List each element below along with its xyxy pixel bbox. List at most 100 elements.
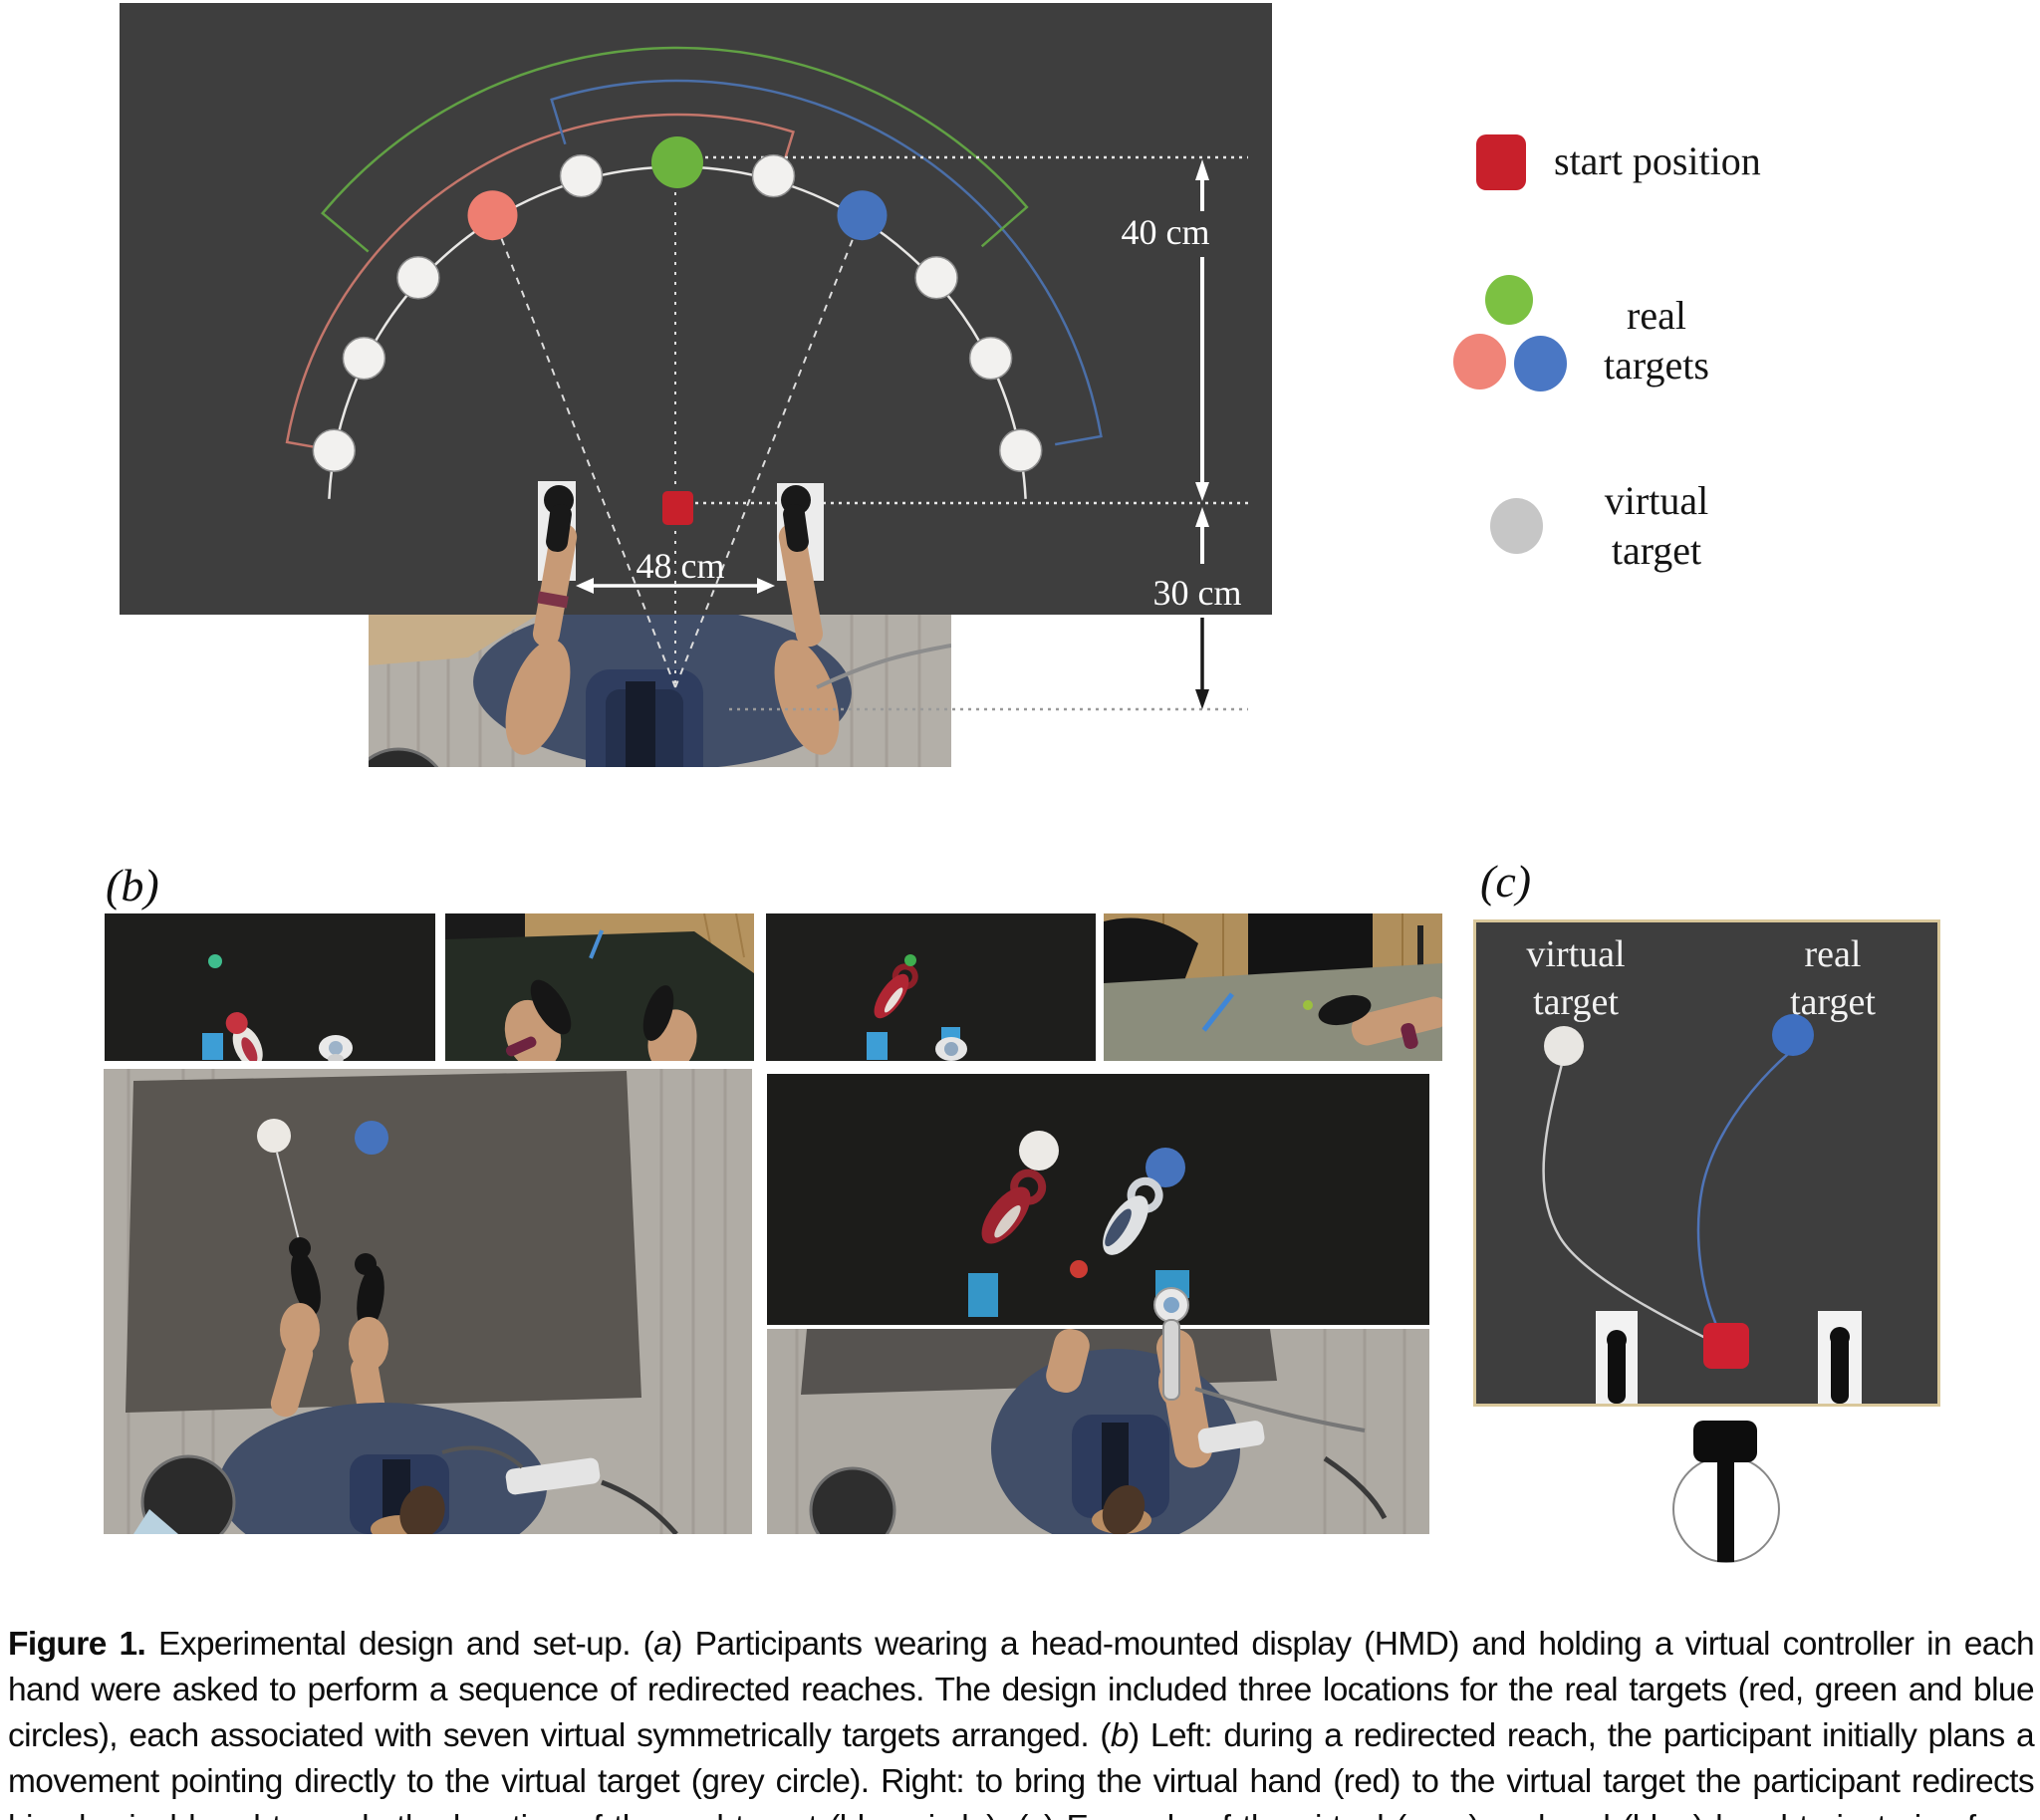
floor-fan xyxy=(809,1466,896,1534)
virtual-label-line1: virtual xyxy=(1526,933,1626,975)
depth-label: 40 cm xyxy=(1122,212,1210,252)
virtual-red-controller xyxy=(874,963,918,1019)
black-bag xyxy=(1104,917,1198,983)
virtual-target-circle xyxy=(751,153,796,198)
participant-left-upper-arm xyxy=(505,640,571,755)
bracelet xyxy=(1401,1022,1418,1050)
virtual-target-circle xyxy=(998,428,1043,472)
foam-board xyxy=(126,1071,641,1413)
reach-ray-right xyxy=(674,214,864,688)
dark-table-surface xyxy=(445,931,754,1061)
depth-arrow-top xyxy=(1195,159,1209,180)
real-target-green xyxy=(651,136,703,188)
green-dot-marker xyxy=(1303,1000,1313,1010)
overhead-camera-icon xyxy=(1672,1421,1780,1563)
tripod xyxy=(1417,925,1423,983)
offset-arrow-bottom xyxy=(1195,689,1209,709)
real-target-circle xyxy=(1772,1014,1814,1056)
panel-a-background xyxy=(120,3,1272,615)
legend-blue-circle xyxy=(1514,336,1567,391)
virtual-target-circle xyxy=(396,256,440,300)
panel-c-label: (c) xyxy=(1480,856,1532,907)
virtual-target-circle xyxy=(312,428,357,472)
offset-label: 30 cm xyxy=(1153,573,1242,613)
cable xyxy=(441,1445,524,1469)
virtual-target-circle xyxy=(342,336,386,381)
panel-c-trajectory-diagram: virtual target real target xyxy=(1473,919,1940,1407)
real-label-line2: target xyxy=(1790,981,1876,1023)
left-hand xyxy=(280,1303,320,1357)
caption-panel-a-ref: a xyxy=(653,1625,672,1663)
cable xyxy=(1323,1455,1388,1520)
real-target-blue-circle xyxy=(1146,1148,1185,1187)
virtual-target-circle xyxy=(1544,1026,1584,1066)
legend-green-circle xyxy=(1485,275,1533,325)
red-dot-marker xyxy=(1070,1260,1088,1278)
power-strip xyxy=(505,1457,601,1495)
legend-virtual-line1: virtual xyxy=(1604,478,1709,523)
panel-b-left-vr-view xyxy=(105,913,435,1061)
panel-b-right-vr-view xyxy=(766,913,1096,1061)
wristband xyxy=(537,591,569,609)
shoe xyxy=(399,1485,445,1534)
panel-c-virtual-target-label: virtual target xyxy=(1486,930,1665,1026)
right-forearm xyxy=(778,523,824,648)
blue-target-arc-bracket xyxy=(550,79,1103,446)
green-target-dot xyxy=(208,954,222,968)
right-hand xyxy=(349,1317,388,1371)
left-arm xyxy=(1046,1329,1090,1394)
hand-width-label: 48 cm xyxy=(637,546,725,586)
virtual-target-circle xyxy=(968,336,1013,381)
virtual-white-controller xyxy=(1103,1176,1163,1255)
caption-text: Experimental design and set-up. ( xyxy=(145,1625,654,1663)
black-controller xyxy=(1318,994,1372,1026)
red-target-arc-bracket xyxy=(285,113,795,451)
panel-b-right-wide-vr-view xyxy=(767,1074,1429,1325)
left-vr-controller xyxy=(544,485,574,553)
floor-fan xyxy=(140,1454,236,1534)
right-vr-controller xyxy=(781,485,811,553)
caption-text: ) Participants wearing a head-mounted di… xyxy=(8,1625,2035,1754)
figure-caption: Figure 1. Experimental design and set-up… xyxy=(8,1622,2035,1820)
right-controller xyxy=(642,985,674,1041)
real-target-blue-circle xyxy=(355,1121,388,1155)
legend-start-label: start position xyxy=(1554,138,1761,183)
blue-square-marker xyxy=(968,1273,998,1317)
panel-b-right-overhead-photo xyxy=(767,1329,1429,1534)
caption-panel-c-ref: c xyxy=(1028,1809,1045,1820)
fan-base xyxy=(133,1509,178,1534)
real-target-blue xyxy=(837,190,888,241)
caption-figure-number: Figure 1. xyxy=(8,1625,146,1663)
reaching-arm xyxy=(1351,996,1442,1046)
virtual-hand-trajectory xyxy=(1542,1063,1720,1347)
panel-b-left-overhead-photo xyxy=(104,1069,752,1534)
legend-real-line1: real xyxy=(1627,293,1686,338)
reach-ray-left xyxy=(491,214,676,688)
real-target-red xyxy=(467,190,518,241)
virtual-target-circle xyxy=(914,256,958,300)
panel-c-real-target-label: real target xyxy=(1743,930,1922,1026)
panel-b-right-real-view xyxy=(1104,913,1442,1061)
virtual-target-circle xyxy=(257,1119,291,1153)
virtual-red-controller xyxy=(225,1012,263,1061)
legend-real-line2: targets xyxy=(1604,343,1709,388)
legend-virtual-label: virtual target xyxy=(1572,476,1741,576)
depth-arrow-bottom xyxy=(1195,482,1209,501)
caption-text: ) Left: during a redirected reach, the p… xyxy=(8,1716,2035,1820)
legend-real-label: real targets xyxy=(1572,291,1741,390)
blue-square-marker xyxy=(867,1032,888,1060)
start-position-square xyxy=(662,491,693,525)
caption-text: ) Example of the virtual (grey) and real… xyxy=(8,1809,2035,1820)
panel-a-overhead-photo xyxy=(369,615,951,767)
start-position-square xyxy=(1703,1323,1749,1369)
bracelet xyxy=(505,1036,537,1057)
right-black-controller xyxy=(355,1253,384,1331)
right-controller xyxy=(1830,1327,1850,1404)
participant-right-upper-arm xyxy=(774,640,840,755)
left-forearm xyxy=(270,1340,314,1418)
green-target-arc-bracket xyxy=(321,46,1029,253)
virtual-target-circle xyxy=(559,153,604,198)
cable xyxy=(601,1479,678,1534)
left-controller xyxy=(1607,1330,1627,1404)
